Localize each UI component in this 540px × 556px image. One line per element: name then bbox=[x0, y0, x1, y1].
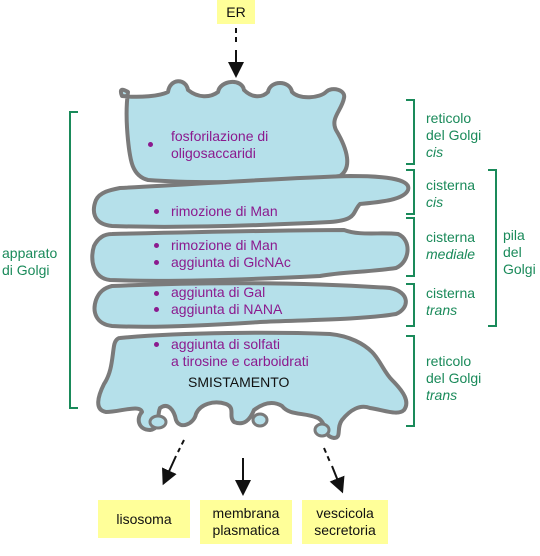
sorting-label: SMISTAMENTO bbox=[188, 374, 290, 390]
cis-cisterna bbox=[92, 173, 411, 229]
trans-cisterna bbox=[92, 281, 408, 329]
vesicle-arrow bbox=[323, 447, 345, 494]
tgn-bracket bbox=[406, 335, 415, 427]
lysosome-box: lisosoma bbox=[98, 500, 190, 538]
medial-bracket bbox=[406, 217, 415, 277]
lysosome-arrow bbox=[162, 439, 185, 486]
cis-cisterna-bracket bbox=[406, 169, 415, 215]
bullet bbox=[154, 209, 159, 214]
bullet bbox=[154, 291, 159, 296]
bullet bbox=[154, 307, 159, 312]
bullet bbox=[154, 342, 159, 347]
vesicle bbox=[251, 412, 269, 428]
cis-cisterna-enzyme-label: rimozione di Man bbox=[171, 203, 278, 219]
bullet bbox=[148, 142, 153, 147]
vesicle bbox=[313, 422, 331, 438]
medial-cisterna bbox=[90, 227, 410, 283]
golgi-apparatus-bracket bbox=[69, 111, 78, 409]
vesicle bbox=[148, 414, 168, 430]
bullet bbox=[154, 260, 159, 265]
trans-golgi-network bbox=[96, 330, 409, 440]
bullet bbox=[154, 243, 159, 248]
cis-golgi-network bbox=[118, 79, 350, 185]
stack-bracket bbox=[488, 169, 497, 327]
er-box: ER bbox=[217, 0, 255, 24]
cgn-bracket bbox=[406, 99, 415, 165]
trans-bracket bbox=[406, 283, 415, 327]
